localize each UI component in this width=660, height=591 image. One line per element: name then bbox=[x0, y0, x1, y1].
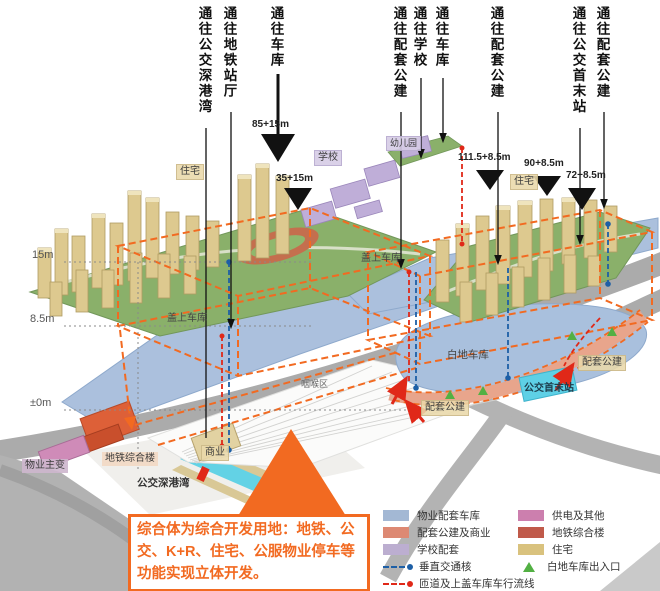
callout-box: 综合体为综合开发用地：地铁、公交、K+R、住宅、公服物业停车等功能实现立体开发。 bbox=[128, 514, 370, 591]
legend-item-ramp-flow: 匝道及上盖车库车行流线 bbox=[383, 576, 535, 591]
legend-label: 学校配套 bbox=[417, 544, 459, 556]
label-to-school: 通往学校 bbox=[411, 6, 427, 68]
garage-entrance-markers bbox=[445, 327, 617, 399]
ramp-arrow bbox=[124, 416, 136, 430]
swatch-power-supply bbox=[518, 510, 544, 521]
label-to-support-public-2: 通往配套公建 bbox=[488, 6, 504, 99]
swatch-school-support bbox=[383, 544, 409, 555]
label-bus-bay: 公交深港湾 bbox=[137, 477, 190, 489]
legend-item-residential: 住宅 bbox=[518, 542, 573, 557]
label-to-support-public-1: 通往配套公建 bbox=[391, 6, 407, 99]
blue-dots bbox=[226, 221, 611, 453]
blue-dash-icon bbox=[383, 565, 405, 568]
measurement-arrows bbox=[261, 134, 596, 210]
label-to-metro-hall: 通往地铁站厅 bbox=[221, 6, 237, 99]
callout-pointer bbox=[238, 429, 346, 516]
swatch-support-commercial bbox=[383, 527, 409, 538]
label-property-substation: 物业主变 bbox=[22, 459, 68, 473]
ramp-flow-lines bbox=[119, 329, 417, 446]
label-to-support-public-3: 通往配套公建 bbox=[594, 6, 610, 99]
legend-item-support-commercial: 配套公建及商业 bbox=[383, 525, 491, 540]
label-kindergarten: 幼儿园 bbox=[386, 136, 422, 151]
development-box-left bbox=[114, 206, 434, 378]
leader-lines bbox=[205, 74, 608, 438]
label-deck-garage-right: 盖上车库 bbox=[361, 253, 401, 264]
label-support-public-right: 配套公建 bbox=[578, 355, 626, 371]
label-support-public-bottom: 配套公建 bbox=[421, 400, 469, 416]
label-residential-left: 住宅 bbox=[176, 164, 204, 180]
label-residential-right: 住宅 bbox=[510, 174, 538, 190]
development-box-right bbox=[364, 208, 656, 366]
swatch-property-garage bbox=[383, 510, 409, 521]
support-public-band bbox=[388, 310, 649, 406]
elevation-0m: ±0m bbox=[30, 397, 52, 409]
legend-label: 白地车库出入口 bbox=[547, 561, 621, 573]
blue-dot-icon bbox=[407, 563, 413, 570]
elevation-15m: 15m bbox=[32, 249, 54, 261]
left-residential-towers bbox=[37, 163, 290, 317]
legend-item-power-supply: 供电及其他 bbox=[518, 508, 605, 523]
legend-item-property-garage: 物业配套车库 bbox=[383, 508, 480, 523]
label-bus-terminal: 公交首末站 bbox=[524, 383, 574, 394]
red-dot-icon bbox=[407, 580, 413, 587]
label-throat-area: 咽喉区 bbox=[301, 379, 329, 389]
measurement-90-8.5m: 90+8.5m bbox=[524, 158, 564, 169]
vehicle-flow-red bbox=[221, 148, 601, 446]
label-metro-complex: 地铁综合楼 bbox=[102, 452, 158, 466]
swatch-residential bbox=[518, 544, 544, 555]
legend-label: 垂直交通核 bbox=[419, 561, 472, 573]
label-to-garage-1: 通往车库 bbox=[268, 6, 284, 68]
measurement-35-15m: 35+15m bbox=[276, 173, 313, 184]
legend-label: 物业配套车库 bbox=[417, 510, 480, 522]
red-dash-icon bbox=[383, 582, 405, 585]
green-triangle-icon bbox=[523, 561, 535, 572]
legend-label: 匝道及上盖车库车行流线 bbox=[419, 578, 535, 590]
swatch-metro-complex bbox=[518, 527, 544, 538]
legend: 物业配套车库 配套公建及商业 学校配套 垂直交通核 匝道及上盖车库车行流线 供电… bbox=[378, 504, 660, 590]
label-to-garage-2: 通往车库 bbox=[433, 6, 449, 68]
label-commercial: 商业 bbox=[201, 445, 229, 461]
label-to-bus-bay: 通往公交深港湾 bbox=[196, 6, 212, 115]
legend-label: 地铁综合楼 bbox=[552, 527, 605, 539]
vertical-circulation-blue bbox=[228, 224, 609, 450]
label-to-bus-terminal: 通往公交首末站 bbox=[570, 6, 586, 115]
measurement-72-8.5m: 72+8.5m bbox=[566, 170, 606, 181]
legend-label: 配套公建及商业 bbox=[417, 527, 491, 539]
legend-item-metro-complex: 地铁综合楼 bbox=[518, 525, 605, 540]
legend-item-vertical-core: 垂直交通核 bbox=[383, 559, 472, 574]
measurement-111-8.5m: 111.5+8.5m bbox=[458, 152, 511, 163]
legend-label: 供电及其他 bbox=[552, 510, 605, 522]
label-school: 学校 bbox=[314, 150, 342, 166]
label-white-land-garage: 白地车库 bbox=[447, 349, 489, 361]
elevation-8.5m: 8.5m bbox=[30, 313, 55, 325]
legend-label: 住宅 bbox=[552, 544, 573, 556]
red-arrows bbox=[386, 362, 575, 424]
legend-item-garage-entrance: 白地车库出入口 bbox=[518, 559, 621, 574]
measurement-85-15m: 85+15m bbox=[252, 119, 289, 130]
legend-item-school-support: 学校配套 bbox=[383, 542, 459, 557]
elevation-lines bbox=[64, 261, 432, 470]
bus-stop-marker bbox=[196, 465, 210, 483]
label-deck-garage-left: 盖上车库 bbox=[167, 313, 207, 324]
